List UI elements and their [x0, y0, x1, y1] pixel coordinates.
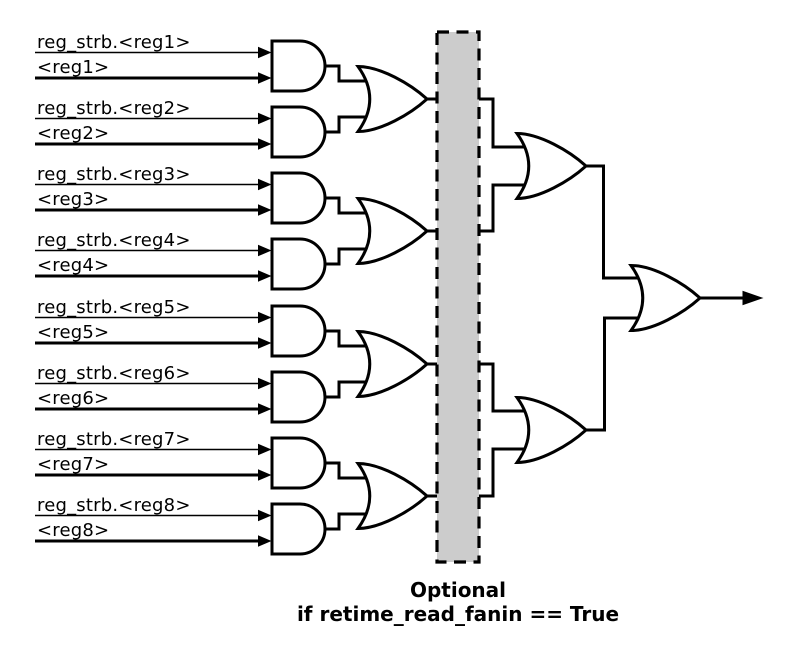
or-gate-level2-2 — [515, 396, 588, 464]
and-gate-2 — [270, 105, 327, 159]
conn-or5-final — [586, 164, 646, 280]
input-arrowhead-icon — [258, 112, 272, 125]
input-label-strobe-7: reg_strb.<reg7> — [37, 428, 191, 450]
input-pair-7 — [35, 443, 272, 481]
retime-caption-line1: Optional — [409, 578, 507, 602]
input-label-strobe-8: reg_strb.<reg8> — [37, 494, 191, 516]
input-arrowhead-icon — [258, 244, 272, 257]
input-pair-1 — [35, 46, 272, 84]
and-gate-5 — [270, 304, 327, 358]
retime-caption: Optional if retime_read_fanin == True — [258, 578, 658, 626]
conn-and2-or1 — [325, 115, 372, 134]
retime-register-box — [435, 30, 481, 564]
and-gate-1 — [270, 39, 327, 93]
input-label-reg-3: <reg3> — [37, 189, 110, 210]
input-pair-6 — [35, 377, 272, 415]
input-label-strobe-5: reg_strb.<reg5> — [37, 296, 191, 318]
conn-and3-or2 — [325, 196, 372, 215]
input-arrowhead-icon — [258, 377, 272, 390]
and-gate-7 — [270, 436, 327, 490]
input-label-reg-8: <reg8> — [37, 520, 110, 541]
input-arrowhead-icon — [258, 204, 272, 216]
and-gate-4 — [270, 237, 327, 291]
and-gate-8 — [270, 502, 327, 556]
conn-and1-or1 — [325, 64, 372, 83]
input-arrowhead-icon — [258, 337, 272, 349]
input-label-reg-4: <reg4> — [37, 255, 110, 276]
input-pair-5 — [35, 311, 272, 349]
input-arrowhead-icon — [258, 72, 272, 84]
or-gate-level2-1 — [515, 132, 588, 200]
input-arrowhead-icon — [258, 535, 272, 547]
input-label-reg-1: <reg1> — [37, 57, 110, 78]
and-gate-6 — [270, 370, 327, 424]
conn-and7-or4 — [325, 461, 372, 480]
input-arrowhead-icon — [258, 469, 272, 481]
or-gate-level1-1 — [356, 65, 429, 133]
retime-caption-line2: if retime_read_fanin == True — [296, 602, 620, 626]
input-label-reg-7: <reg7> — [37, 454, 110, 475]
input-label-strobe-1: reg_strb.<reg1> — [37, 31, 191, 53]
input-arrowhead-icon — [258, 509, 272, 522]
or-gate-level1-3 — [356, 330, 429, 398]
input-label-strobe-3: reg_strb.<reg3> — [37, 163, 191, 185]
input-label-strobe-2: reg_strb.<reg2> — [37, 97, 191, 119]
input-label-strobe-4: reg_strb.<reg4> — [37, 229, 191, 251]
or-gate-final — [629, 264, 702, 332]
conn-and6-or3 — [325, 380, 372, 399]
input-arrowhead-icon — [258, 443, 272, 456]
input-arrowhead-icon — [258, 311, 272, 324]
conn-or6-final — [586, 316, 646, 432]
input-arrowhead-icon — [258, 178, 272, 191]
input-arrowhead-icon — [258, 46, 272, 59]
input-pair-2 — [35, 112, 272, 150]
input-pair-3 — [35, 178, 272, 216]
input-label-reg-6: <reg6> — [37, 388, 110, 409]
input-label-reg-5: <reg5> — [37, 322, 110, 343]
input-arrowhead-icon — [258, 270, 272, 282]
input-arrowhead-icon — [258, 138, 272, 150]
input-pair-4 — [35, 244, 272, 282]
conn-and5-or3 — [325, 329, 372, 348]
conn-and4-or2 — [325, 247, 372, 266]
input-arrowhead-icon — [258, 403, 272, 415]
input-label-strobe-6: reg_strb.<reg6> — [37, 362, 191, 384]
and-gate-3 — [270, 171, 327, 225]
or-gate-level1-2 — [356, 197, 429, 265]
input-label-reg-2: <reg2> — [37, 123, 110, 144]
input-pair-8 — [35, 509, 272, 547]
conn-and8-or4 — [325, 512, 372, 531]
output-arrowhead-icon — [742, 290, 764, 306]
or-gate-level1-4 — [356, 462, 429, 530]
